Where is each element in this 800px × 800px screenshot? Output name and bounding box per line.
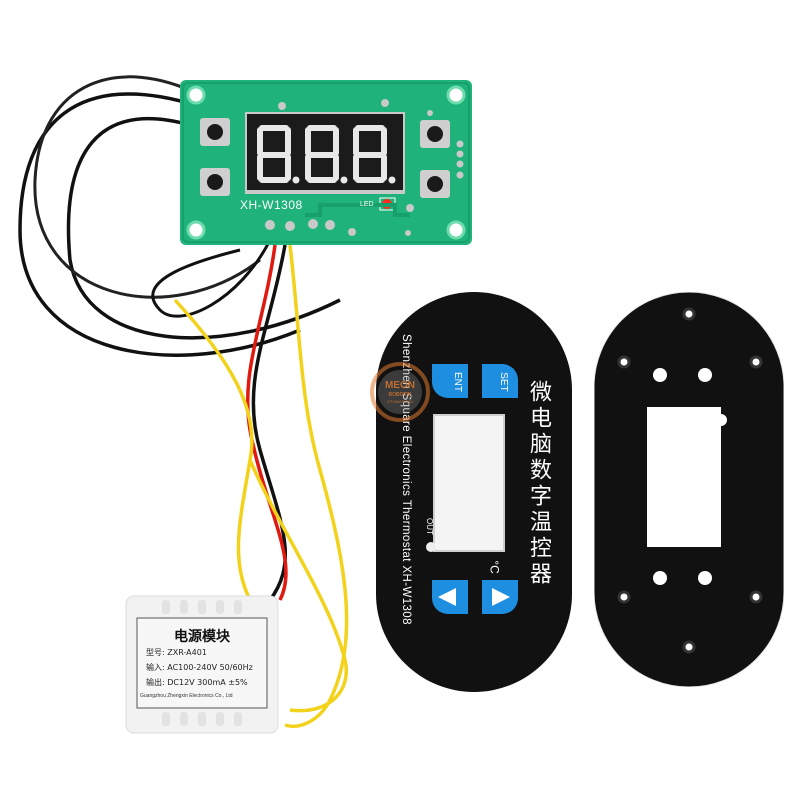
up-arrow-button[interactable] — [482, 580, 518, 614]
thermostat-pcb: XH-W1308 LED — [180, 80, 472, 245]
set-button-shape — [482, 364, 518, 398]
watermark-line3: OTOMASYON — [387, 399, 413, 404]
faceplate-chinese-title: 微电脑数字温控器 — [526, 380, 551, 588]
module-input-line: 输入: AC100-240V 50/60Hz — [146, 663, 253, 672]
module-output-line: 输出: DC12V 300mA ±5% — [146, 678, 248, 687]
down-arrow-button[interactable] — [432, 580, 468, 614]
pcb-led-label: LED — [360, 201, 374, 208]
module-model-line: 型号: ZXR-A401 — [146, 648, 207, 657]
module-title: 电源模块 — [174, 629, 230, 645]
pcb-model-label: XH-W1308 — [240, 198, 303, 212]
watermark-line2: ROBOTIK — [388, 392, 412, 398]
set-button[interactable]: SET — [498, 372, 509, 392]
watermark-line1: MEON — [385, 380, 415, 391]
pcb-tact-buttons — [200, 118, 450, 198]
unit-label: °C — [487, 560, 502, 574]
mounting-plate — [593, 291, 785, 688]
power-module: 电源模块 型号: ZXR-A401 输入: AC100-240V 50/60Hz… — [122, 592, 282, 737]
watermark-logo: MEON ROBOTIK OTOMASYON — [368, 360, 432, 424]
faceplate-company-text: Shenzhen Square Electronics Thermostat X… — [400, 334, 412, 625]
ent-button[interactable]: ENT — [452, 372, 463, 392]
ent-button-shape — [432, 364, 468, 398]
thermostat-faceplate: ENT SET OUT °C Shenzhen Square Electroni… — [376, 292, 572, 692]
module-maker-line: Guangzhou Zhengxin Electronics Co., Ltd — [140, 693, 233, 699]
out-label: OUT — [424, 518, 434, 535]
